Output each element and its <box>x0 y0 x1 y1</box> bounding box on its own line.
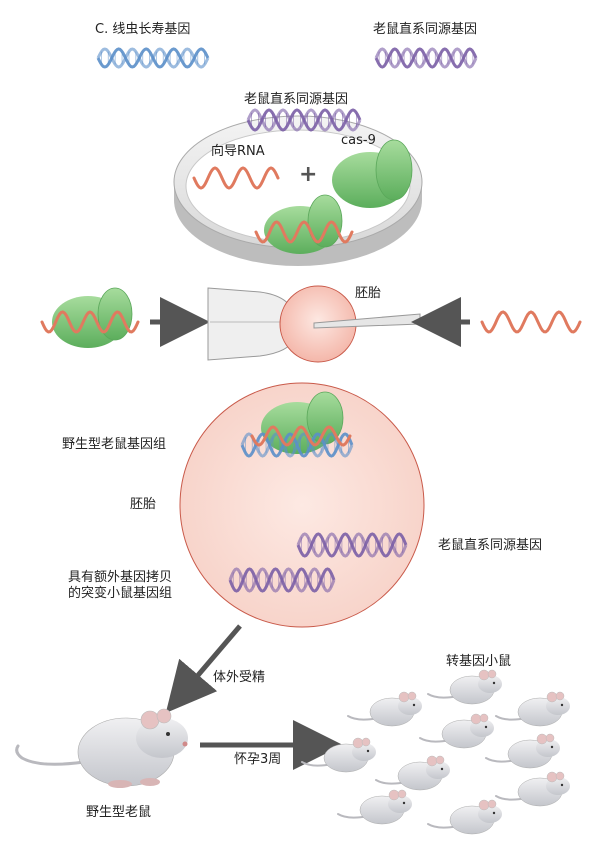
transgenic-mouse <box>347 691 422 727</box>
mutant-genome-helix <box>228 567 336 593</box>
complex-rna-strand-dish <box>254 220 354 244</box>
transgenic-mouse <box>495 771 570 807</box>
label-pregnancy: 怀孕3周 <box>234 752 282 767</box>
guide-rna-strand-dish <box>192 166 280 190</box>
label-mutant-genome-line1: 具有额外基因拷贝 <box>68 570 173 585</box>
arrow-ivf <box>165 624 242 714</box>
mouse-dna-helix-top <box>374 47 478 69</box>
label-mouse-ortholog-dish: 老鼠直系同源基因 <box>244 92 349 107</box>
transgenic-mouse <box>419 713 494 749</box>
label-embryo-mid: 胚胎 <box>130 497 157 512</box>
label-cas9: cas-9 <box>341 133 376 148</box>
label-mouse-ortholog-mid: 老鼠直系同源基因 <box>438 538 543 553</box>
label-celegans-gene: C. 线虫长寿基因 <box>95 22 191 37</box>
label-transgenic-mice: 转基因小鼠 <box>446 654 512 669</box>
transgenic-mouse <box>427 669 502 705</box>
label-mouse-ortholog-top: 老鼠直系同源基因 <box>373 22 478 37</box>
transgenic-mouse <box>485 733 560 769</box>
transgenic-mice-group <box>301 669 570 835</box>
transgenic-mouse <box>495 691 570 727</box>
celegans-dna-helix <box>96 47 210 69</box>
mouse-dna-helix-dish <box>246 108 362 132</box>
label-ivf: 体外受精 <box>213 670 266 685</box>
complex-rna-strand-left <box>40 310 140 334</box>
mouse-dna-helix-cell <box>296 532 408 558</box>
cas9-rna-complex-left <box>52 287 133 348</box>
label-wild-type-mouse: 野生型老鼠 <box>86 805 152 820</box>
complex-rna-strand-cell <box>250 425 352 447</box>
transgenic-mouse <box>301 737 376 773</box>
transgenic-mouse <box>337 789 412 825</box>
guide-rna-strand-right <box>480 310 582 334</box>
label-embryo-top: 胚胎 <box>355 286 382 301</box>
transgenic-mouse <box>375 755 450 791</box>
transgenic-mouse <box>427 799 502 835</box>
wild-type-mouse <box>15 708 188 788</box>
plus-sign: + <box>299 162 318 187</box>
label-mutant-genome-line2: 的突变小鼠基因组 <box>68 586 173 601</box>
label-wild-type-genome: 野生型老鼠基因组 <box>62 437 167 452</box>
label-guide-rna: 向导RNA <box>211 144 265 159</box>
cas9-protein-dish <box>332 139 413 208</box>
